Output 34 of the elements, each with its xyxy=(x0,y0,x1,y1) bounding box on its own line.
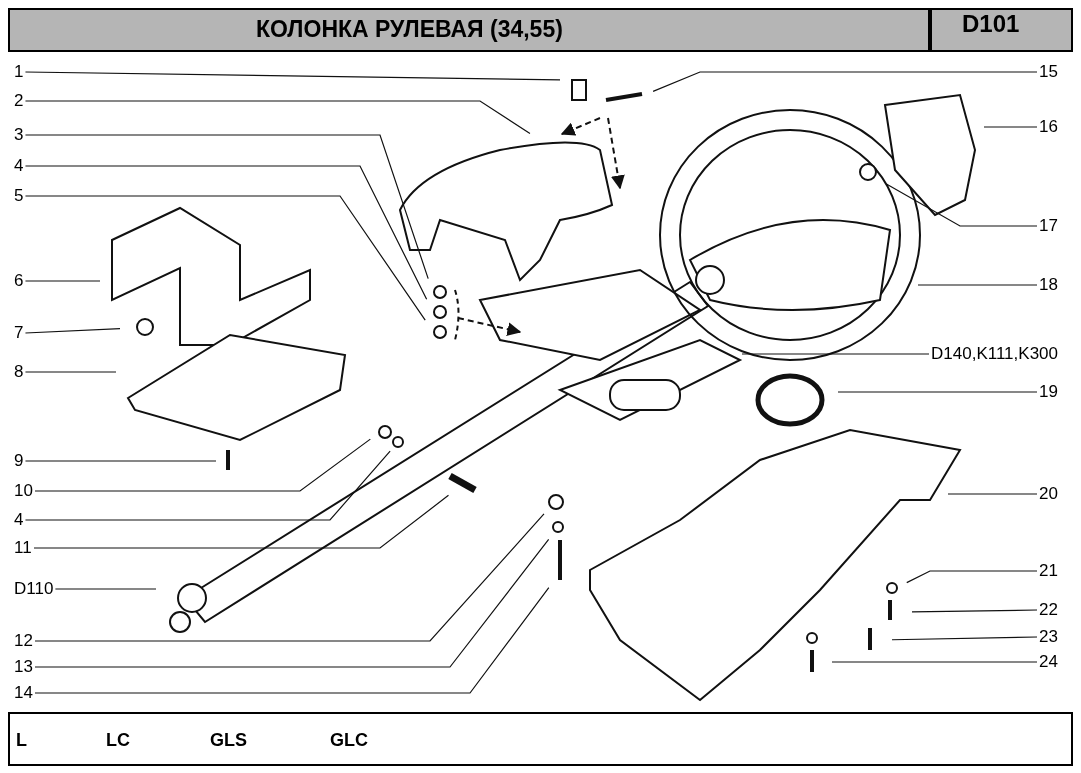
leader-line xyxy=(24,280,101,282)
trim-level: GLC xyxy=(330,731,368,749)
leader-line xyxy=(34,438,371,492)
leader-line xyxy=(837,391,1038,393)
leader-line xyxy=(891,636,1038,641)
leader-line xyxy=(831,661,1038,663)
leader-line xyxy=(911,609,1038,613)
leader-line xyxy=(917,284,1038,286)
leader-line xyxy=(24,134,429,280)
leader-line xyxy=(24,100,531,135)
leader-line xyxy=(947,493,1038,495)
leader-line xyxy=(33,494,450,549)
leader-line xyxy=(34,587,550,694)
leader-line xyxy=(652,71,1038,92)
title: КОЛОНКА РУЛЕВАЯ (34,55) xyxy=(256,18,563,41)
leader-line xyxy=(24,371,117,373)
leader-line xyxy=(906,570,1038,584)
leader-line xyxy=(24,450,391,521)
leader-line xyxy=(24,460,217,462)
leader-line xyxy=(24,71,561,81)
leader-line xyxy=(24,327,121,334)
trim-level: LC xyxy=(106,731,130,749)
leader-line xyxy=(34,513,545,642)
leader-line xyxy=(34,538,550,668)
leader-line xyxy=(983,126,1038,128)
leader-line xyxy=(885,183,1038,227)
leader-line xyxy=(54,588,157,590)
callout-number: D140,K111,K300 xyxy=(929,344,1060,364)
trim-level: L xyxy=(16,731,27,749)
leader-line xyxy=(24,165,428,300)
leader-line xyxy=(24,195,426,321)
trim-level: GLS xyxy=(210,731,247,749)
leader-line xyxy=(741,353,930,355)
diagram-code: D101 xyxy=(962,12,1020,36)
